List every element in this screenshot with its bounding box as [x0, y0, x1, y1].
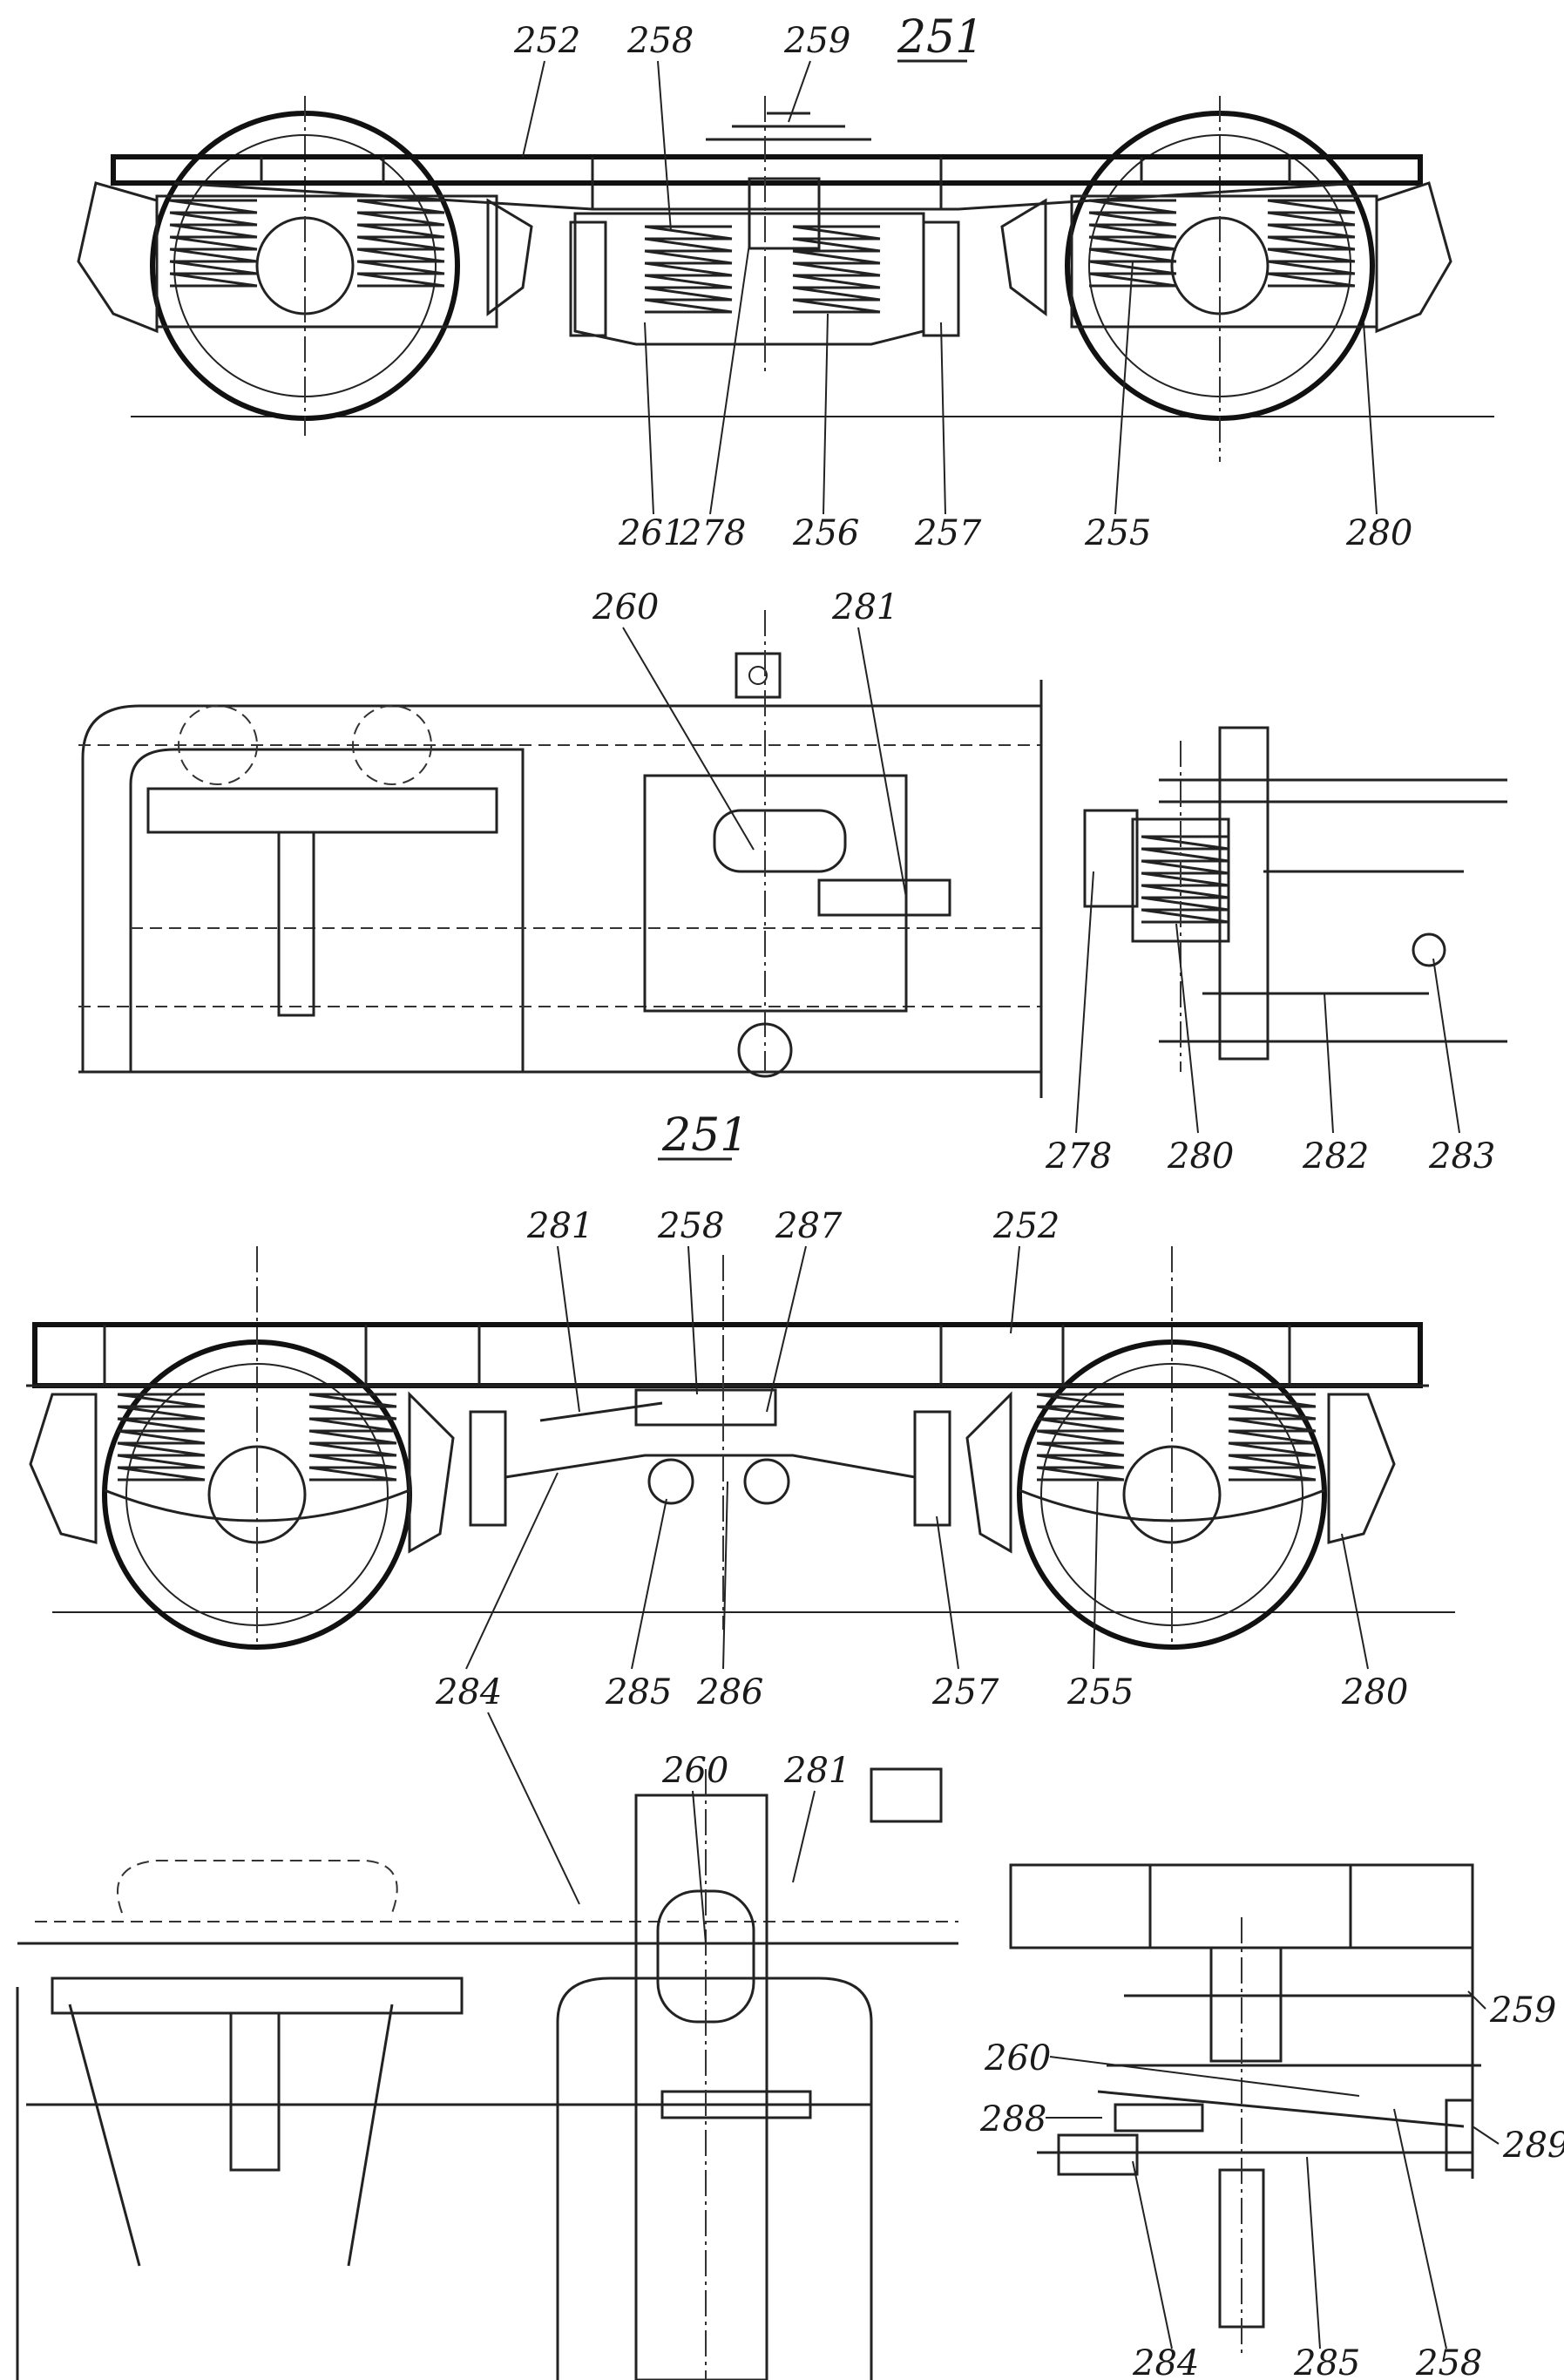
callout-280: 280 [1167, 1136, 1234, 1176]
axle-box-left [77, 181, 533, 334]
leaders-side-view-middle [465, 1245, 1369, 1670]
callout-256: 256 [792, 513, 859, 553]
callout-283: 283 [1428, 1136, 1495, 1176]
callout-259: 259 [1489, 1990, 1556, 2031]
wheel-right [1065, 96, 1375, 462]
callout-261: 261 [618, 513, 685, 553]
leaders-plan-view-upper [622, 627, 907, 898]
plan-view-lower: 260 281 [16, 1712, 958, 2380]
spring-group-right [965, 1391, 1396, 1554]
callout-289: 289 [1502, 2126, 1564, 2166]
callout-286: 286 [696, 1672, 763, 1712]
callout-257: 257 [914, 513, 982, 553]
callout-252: 252 [513, 21, 580, 61]
callout-281: 281 [831, 587, 898, 627]
callout-285: 285 [1293, 2343, 1360, 2380]
callout-284: 284 [1132, 2343, 1199, 2380]
callout-260: 260 [592, 587, 659, 627]
leaders-side-view-top [522, 60, 1378, 515]
side-frame [111, 154, 1423, 211]
center-linkage [469, 1255, 951, 1630]
central-bolster-unit [569, 96, 960, 375]
callout-259: 259 [783, 21, 850, 61]
figure-number-label: 251 [897, 11, 984, 64]
callout-260: 260 [661, 1751, 728, 1791]
callout-280: 280 [1341, 1672, 1408, 1712]
callout-282: 282 [1302, 1136, 1369, 1176]
callout-255: 255 [1084, 513, 1151, 553]
side-view-top: 252 258 259 261 278 256 257 255 280 [77, 21, 1494, 553]
plan-view-upper: 260 281 [78, 587, 1043, 1098]
figure-number-label: 251 [661, 1109, 748, 1162]
section-drawing-upper [1083, 726, 1507, 1072]
callout-258: 258 [626, 21, 694, 61]
callout-284-plan: 284 [435, 1672, 502, 1712]
callout-260: 260 [984, 2038, 1051, 2078]
spring-group-left [29, 1391, 455, 1554]
bolster-beam [26, 1322, 1429, 1388]
callout-252: 252 [992, 1206, 1060, 1246]
axle-box-right [1000, 181, 1452, 334]
wheel-right-middle [1017, 1246, 1327, 1650]
callout-284: 284 [435, 1672, 502, 1712]
section-view-lower: 259 260 288 289 284 285 258 [979, 1863, 1564, 2380]
side-view-middle: 281 258 287 252 284 285 286 257 255 280 [26, 1206, 1455, 1712]
callout-257: 257 [931, 1672, 999, 1712]
leaders-section-view-lower [1046, 1990, 1500, 2349]
wheel-left [150, 96, 460, 436]
callout-285: 285 [605, 1672, 672, 1712]
section-drawing-lower [1009, 1863, 1481, 2353]
callout-280: 280 [1345, 513, 1412, 553]
callout-278: 278 [679, 513, 746, 553]
leaders-plan-view-lower [487, 1712, 816, 1944]
plan-frame-upper [78, 610, 1043, 1098]
plan-frame-lower [16, 1767, 958, 2380]
callout-288: 288 [979, 2099, 1046, 2139]
callout-287: 287 [775, 1206, 843, 1246]
callout-258: 258 [1415, 2343, 1482, 2380]
callout-258: 258 [657, 1206, 724, 1246]
callout-281: 281 [526, 1206, 593, 1246]
callout-255: 255 [1066, 1672, 1134, 1712]
section-view-upper: 278 280 282 283 [1045, 726, 1507, 1176]
callout-278: 278 [1045, 1136, 1112, 1176]
figure-number-middle: 251 [658, 1109, 748, 1162]
callout-281: 281 [783, 1751, 850, 1791]
leaders-section-view-upper [1075, 871, 1460, 1134]
figure-number-top: 251 [897, 11, 984, 64]
